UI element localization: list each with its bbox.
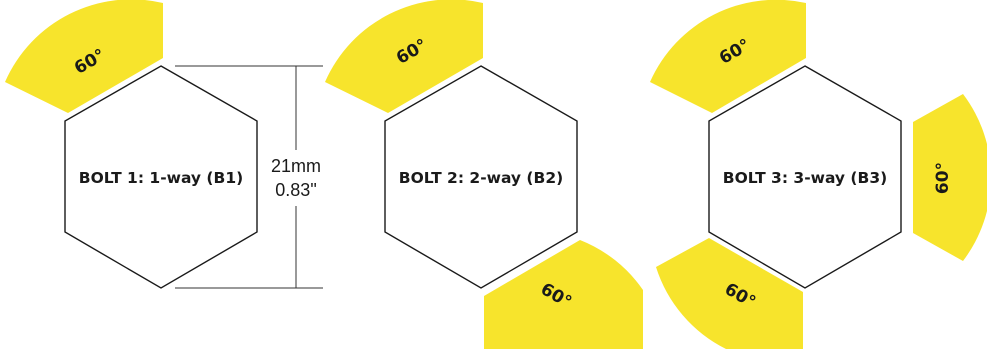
dimension-imperial: 0.83" <box>275 180 316 200</box>
bolt-3-sector-3 <box>656 238 803 349</box>
dimension-annotation: 21mm 0.83" <box>175 65 323 289</box>
bolt-1: 60° BOLT 1: 1-way (B1) <box>5 0 258 289</box>
dimension-metric: 21mm <box>271 156 321 176</box>
bolt-3-hexagon <box>708 65 902 289</box>
bolt-2-hexagon <box>384 65 578 289</box>
bolt-3-label: BOLT 3: 3-way (B3) <box>723 169 887 187</box>
bolt-2: 60° 60° BOLT 2: 2-way (B2) <box>325 0 643 349</box>
bolt-1-label: BOLT 1: 1-way (B1) <box>79 169 243 187</box>
bolt-3-sector-2 <box>913 94 987 261</box>
bolt-3: 60° 60° 60° BOLT 3: 3-way (B3) <box>650 0 987 349</box>
bolt-1-sector-1 <box>5 0 163 113</box>
bolt-2-sector-1 <box>325 0 483 113</box>
bolt-2-sector-2 <box>484 240 643 349</box>
bolt-2-label: BOLT 2: 2-way (B2) <box>399 169 563 187</box>
bolt-3-sector-2-label: 60° <box>933 162 953 194</box>
bolt-1-hexagon <box>64 65 258 289</box>
bolt-3-sector-1 <box>650 0 806 113</box>
